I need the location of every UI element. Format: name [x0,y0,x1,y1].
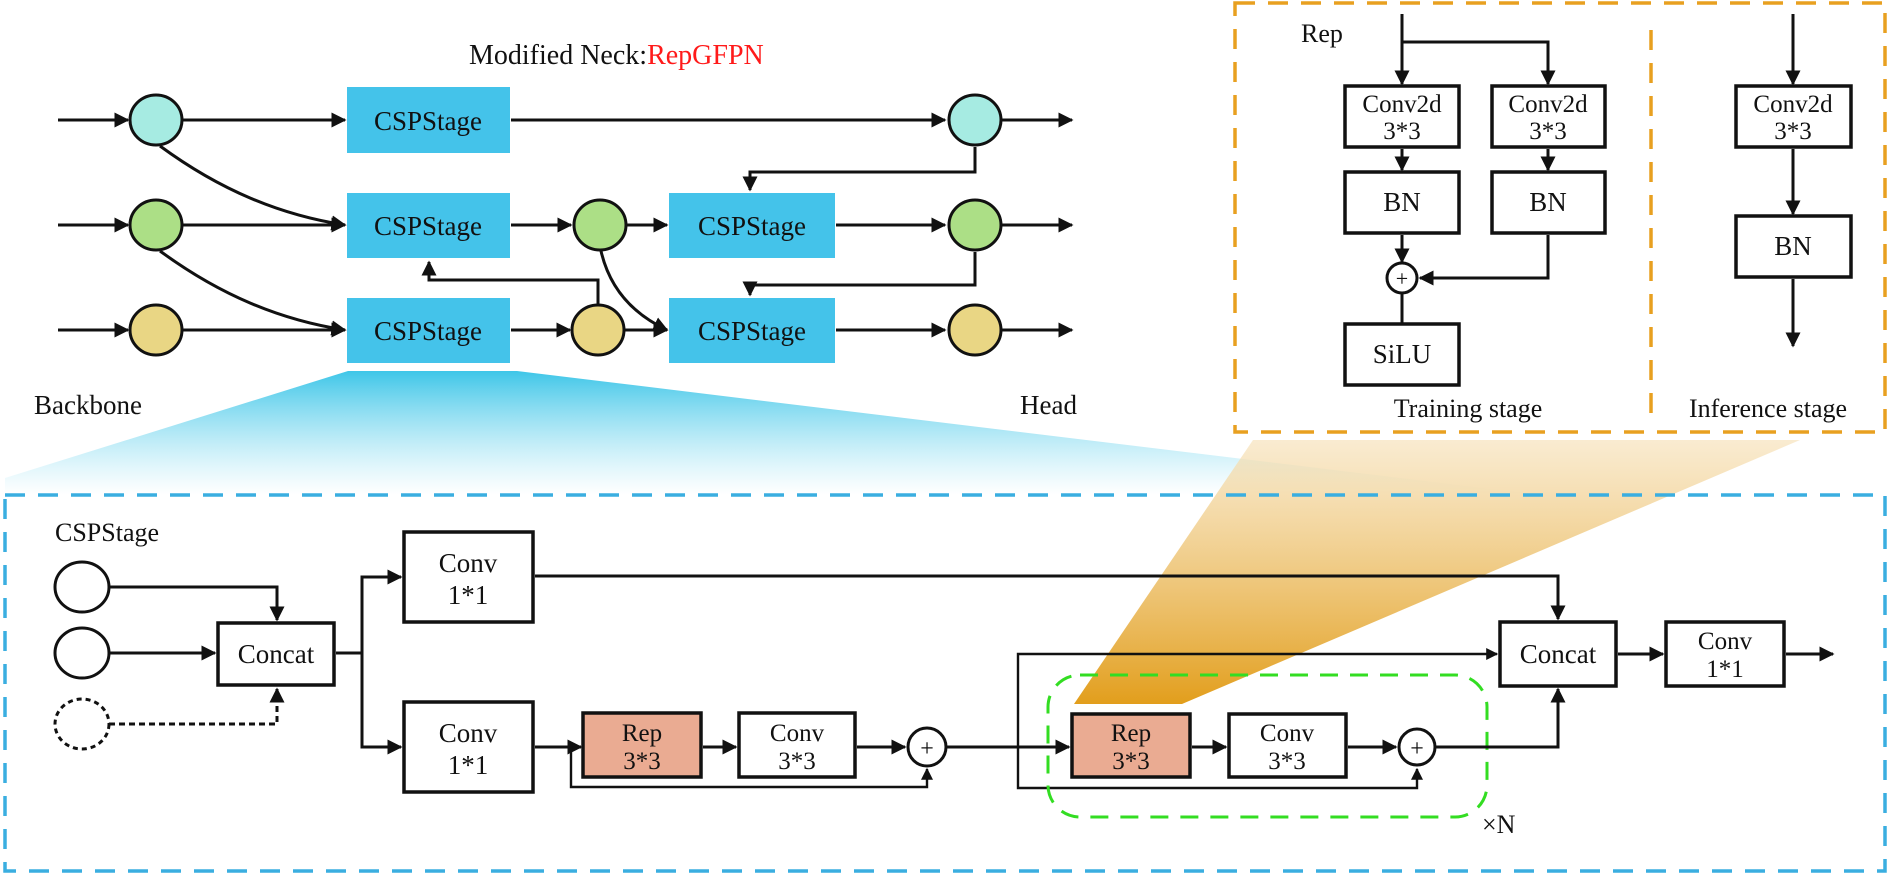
infer-conv2d-line2: 3*3 [1774,118,1812,145]
train-conv2d-b-line1: Conv2d [1508,91,1588,118]
head-label: Head [1020,390,1077,420]
edge-conv-top-final-concat [535,574,1566,621]
train-silu: SiLU [1343,322,1461,387]
backbone-node-1 [128,93,184,147]
edge-in3-concat [109,687,285,726]
csp-block-5-label: CSPStage [698,316,806,346]
add-node-2-symbol: + [1410,736,1424,762]
edge-in1-concat [109,585,285,622]
csp-input-node-optional [53,697,111,751]
inference-stage-label: Inference stage [1689,394,1847,423]
conv1x1-out-line1: Conv [1698,628,1753,655]
csp-detail-frame [3,493,1887,873]
train-conv2d-b-line2: 3*3 [1529,118,1567,145]
edge-n2-csp3 [159,249,347,336]
csp-block-3: CSPStage [347,298,510,363]
conv1x1-bottom-line1: Conv [439,718,498,748]
train-bn-a: BN [1343,170,1461,235]
conv3x3-block-2-line2: 3*3 [1268,748,1306,775]
train-bn-b-label: BN [1529,187,1567,217]
csp-block-3-label: CSPStage [374,316,482,346]
csp-block-4: CSPStage [669,193,835,258]
edge-plus2-final-concat [1435,687,1566,749]
backbone-node-2 [128,198,184,252]
edge-mid3-csp2 [421,260,600,304]
concat-block-final: Concat [1498,620,1618,688]
residual-2 [1016,747,1423,790]
csp-detail-title: CSPStage [55,518,159,547]
csp-block-2-label: CSPStage [374,211,482,241]
residual-1 [569,747,933,789]
conv3x3-block-1-line1: Conv [770,720,825,747]
diagram-title: Modified Neck:RepGFPN [469,40,764,71]
edge-concat-conv-top [336,569,403,655]
train-conv2d-a-line1: Conv2d [1362,91,1442,118]
edge-split-final-concat [1016,648,1499,747]
edge-concat-conv-bottom [360,653,403,755]
rep-branch-line [1402,40,1556,86]
train-silu-label: SiLU [1373,339,1432,369]
conv1x1-bottom-line2: 1*1 [448,750,489,780]
conv3x3-block-2: Conv 3*3 [1227,712,1348,779]
edge-head1-csp4 [742,147,977,192]
csp-block-2: CSPStage [347,193,510,258]
edge-n1-csp2 [159,144,347,231]
mid-node-2 [572,198,628,252]
train-conv2d-b: Conv2d 3*3 [1490,84,1607,149]
infer-bn-label: BN [1774,231,1812,261]
conv1x1-bottom: Conv 1*1 [402,700,535,794]
csp-block-1-label: CSPStage [374,106,482,136]
edge-mid2-csp5 [599,250,669,332]
backbone-label: Backbone [34,390,142,420]
rep-block-1: Rep 3*3 [581,711,703,779]
repeat-count-label: ×N [1482,810,1516,839]
csp-block-1: CSPStage [347,87,510,153]
conv1x1-out: Conv 1*1 [1664,620,1786,688]
head-node-2 [947,198,1003,252]
train-bn-b: BN [1490,170,1607,235]
training-stage-label: Training stage [1394,394,1543,423]
csp-block-5: CSPStage [669,298,835,363]
conv1x1-out-line2: 1*1 [1706,656,1744,683]
train-bn-a-label: BN [1383,187,1421,217]
mid-node-3 [570,303,626,357]
train-conv2d-a: Conv2d 3*3 [1343,84,1461,149]
conv3x3-block-1-line2: 3*3 [778,748,816,775]
head-node-1 [947,93,1003,147]
add-node-1: + [906,726,948,768]
edge-head2-csp5 [742,252,977,297]
train-add-symbol: + [1396,266,1408,291]
csp-zoom-fan [5,371,1540,495]
concat-block-1: Concat [216,621,336,687]
head-node-3 [947,303,1003,357]
train-add-node: + [1385,261,1419,295]
conv1x1-top: Conv 1*1 [402,530,535,624]
conv3x3-block-2-line1: Conv [1260,720,1315,747]
csp-input-node-1 [53,560,111,614]
rep-zoom-fan [1074,440,1800,704]
conv1x1-top-line2: 1*1 [448,580,489,610]
concat-block-final-label: Concat [1520,639,1597,669]
rep-block-2-line1: Rep [1111,720,1151,747]
backbone-node-3 [128,303,184,357]
edge-bn-b-plus [1418,235,1550,286]
train-conv2d-a-line2: 3*3 [1383,118,1421,145]
rep-detail-title: Rep [1301,19,1343,48]
concat-block-1-label: Concat [238,639,315,669]
conv1x1-top-line1: Conv [439,548,498,578]
rep-block-2: Rep 3*3 [1070,712,1192,779]
rep-detail-frame [1233,1,1887,434]
rep-block-1-line1: Rep [622,720,662,747]
rep-block-2-line2: 3*3 [1112,748,1150,775]
add-node-2: + [1397,727,1437,767]
csp-input-node-2 [53,626,111,680]
conv3x3-block-1: Conv 3*3 [737,711,857,779]
rep-block-1-line2: 3*3 [623,748,661,775]
add-node-1-symbol: + [920,736,934,762]
infer-bn: BN [1734,214,1853,279]
infer-conv2d: Conv2d 3*3 [1734,84,1853,149]
infer-conv2d-line1: Conv2d [1753,91,1833,118]
csp-block-4-label: CSPStage [698,211,806,241]
